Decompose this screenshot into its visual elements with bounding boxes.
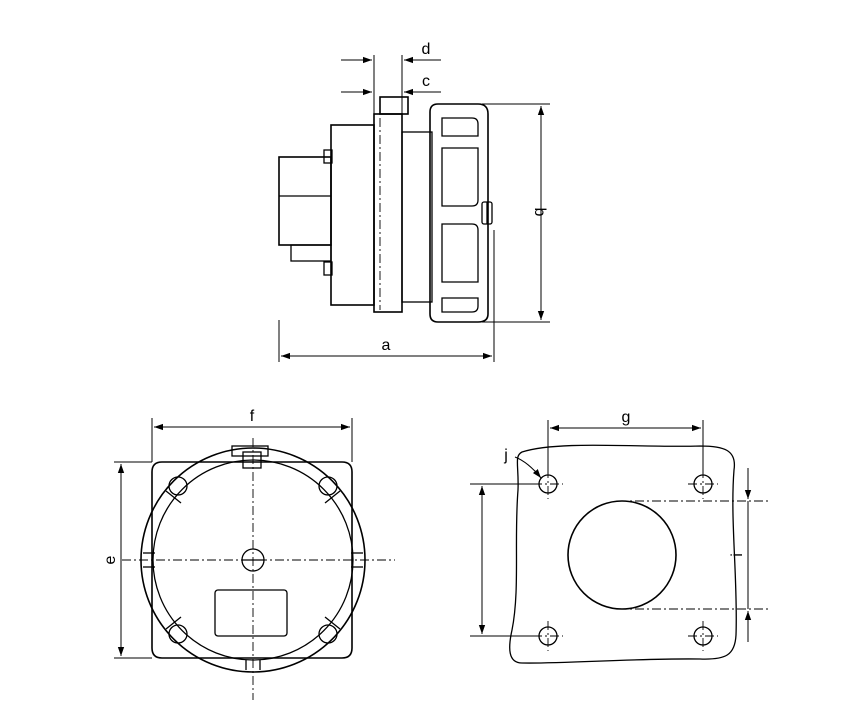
mounting-flange xyxy=(373,113,403,313)
dimension-b: b xyxy=(482,103,550,323)
label-window xyxy=(214,589,288,637)
hinge-tab xyxy=(231,445,269,457)
square-flange-outline xyxy=(151,461,353,659)
label-j: j xyxy=(503,447,508,464)
panel-cutout-view xyxy=(509,444,737,664)
lid-tab xyxy=(379,96,409,115)
label-c: c xyxy=(422,73,430,90)
dimension-e: e xyxy=(102,461,152,659)
dimension-f: f xyxy=(151,408,353,462)
leader-j: j xyxy=(503,447,542,479)
label-a: a xyxy=(382,337,391,354)
dimension-c-d: d c xyxy=(341,41,441,114)
label-f: f xyxy=(250,408,255,425)
label-d: d xyxy=(422,41,431,58)
front-view xyxy=(122,438,395,700)
panel-outline xyxy=(509,444,737,664)
main-body xyxy=(330,124,375,306)
dimension-hole-spacing xyxy=(470,483,538,637)
dimension-i: i xyxy=(618,468,770,642)
side-view xyxy=(278,96,493,323)
label-g: g xyxy=(622,409,631,426)
protective-cap xyxy=(429,103,489,323)
dimension-a: a xyxy=(278,230,495,362)
dimension-g: g xyxy=(547,409,704,474)
label-b: b xyxy=(531,208,548,217)
center-cutout xyxy=(567,500,677,610)
rear-connector xyxy=(278,156,332,246)
label-e: e xyxy=(102,555,119,564)
label-i: i xyxy=(729,553,746,557)
